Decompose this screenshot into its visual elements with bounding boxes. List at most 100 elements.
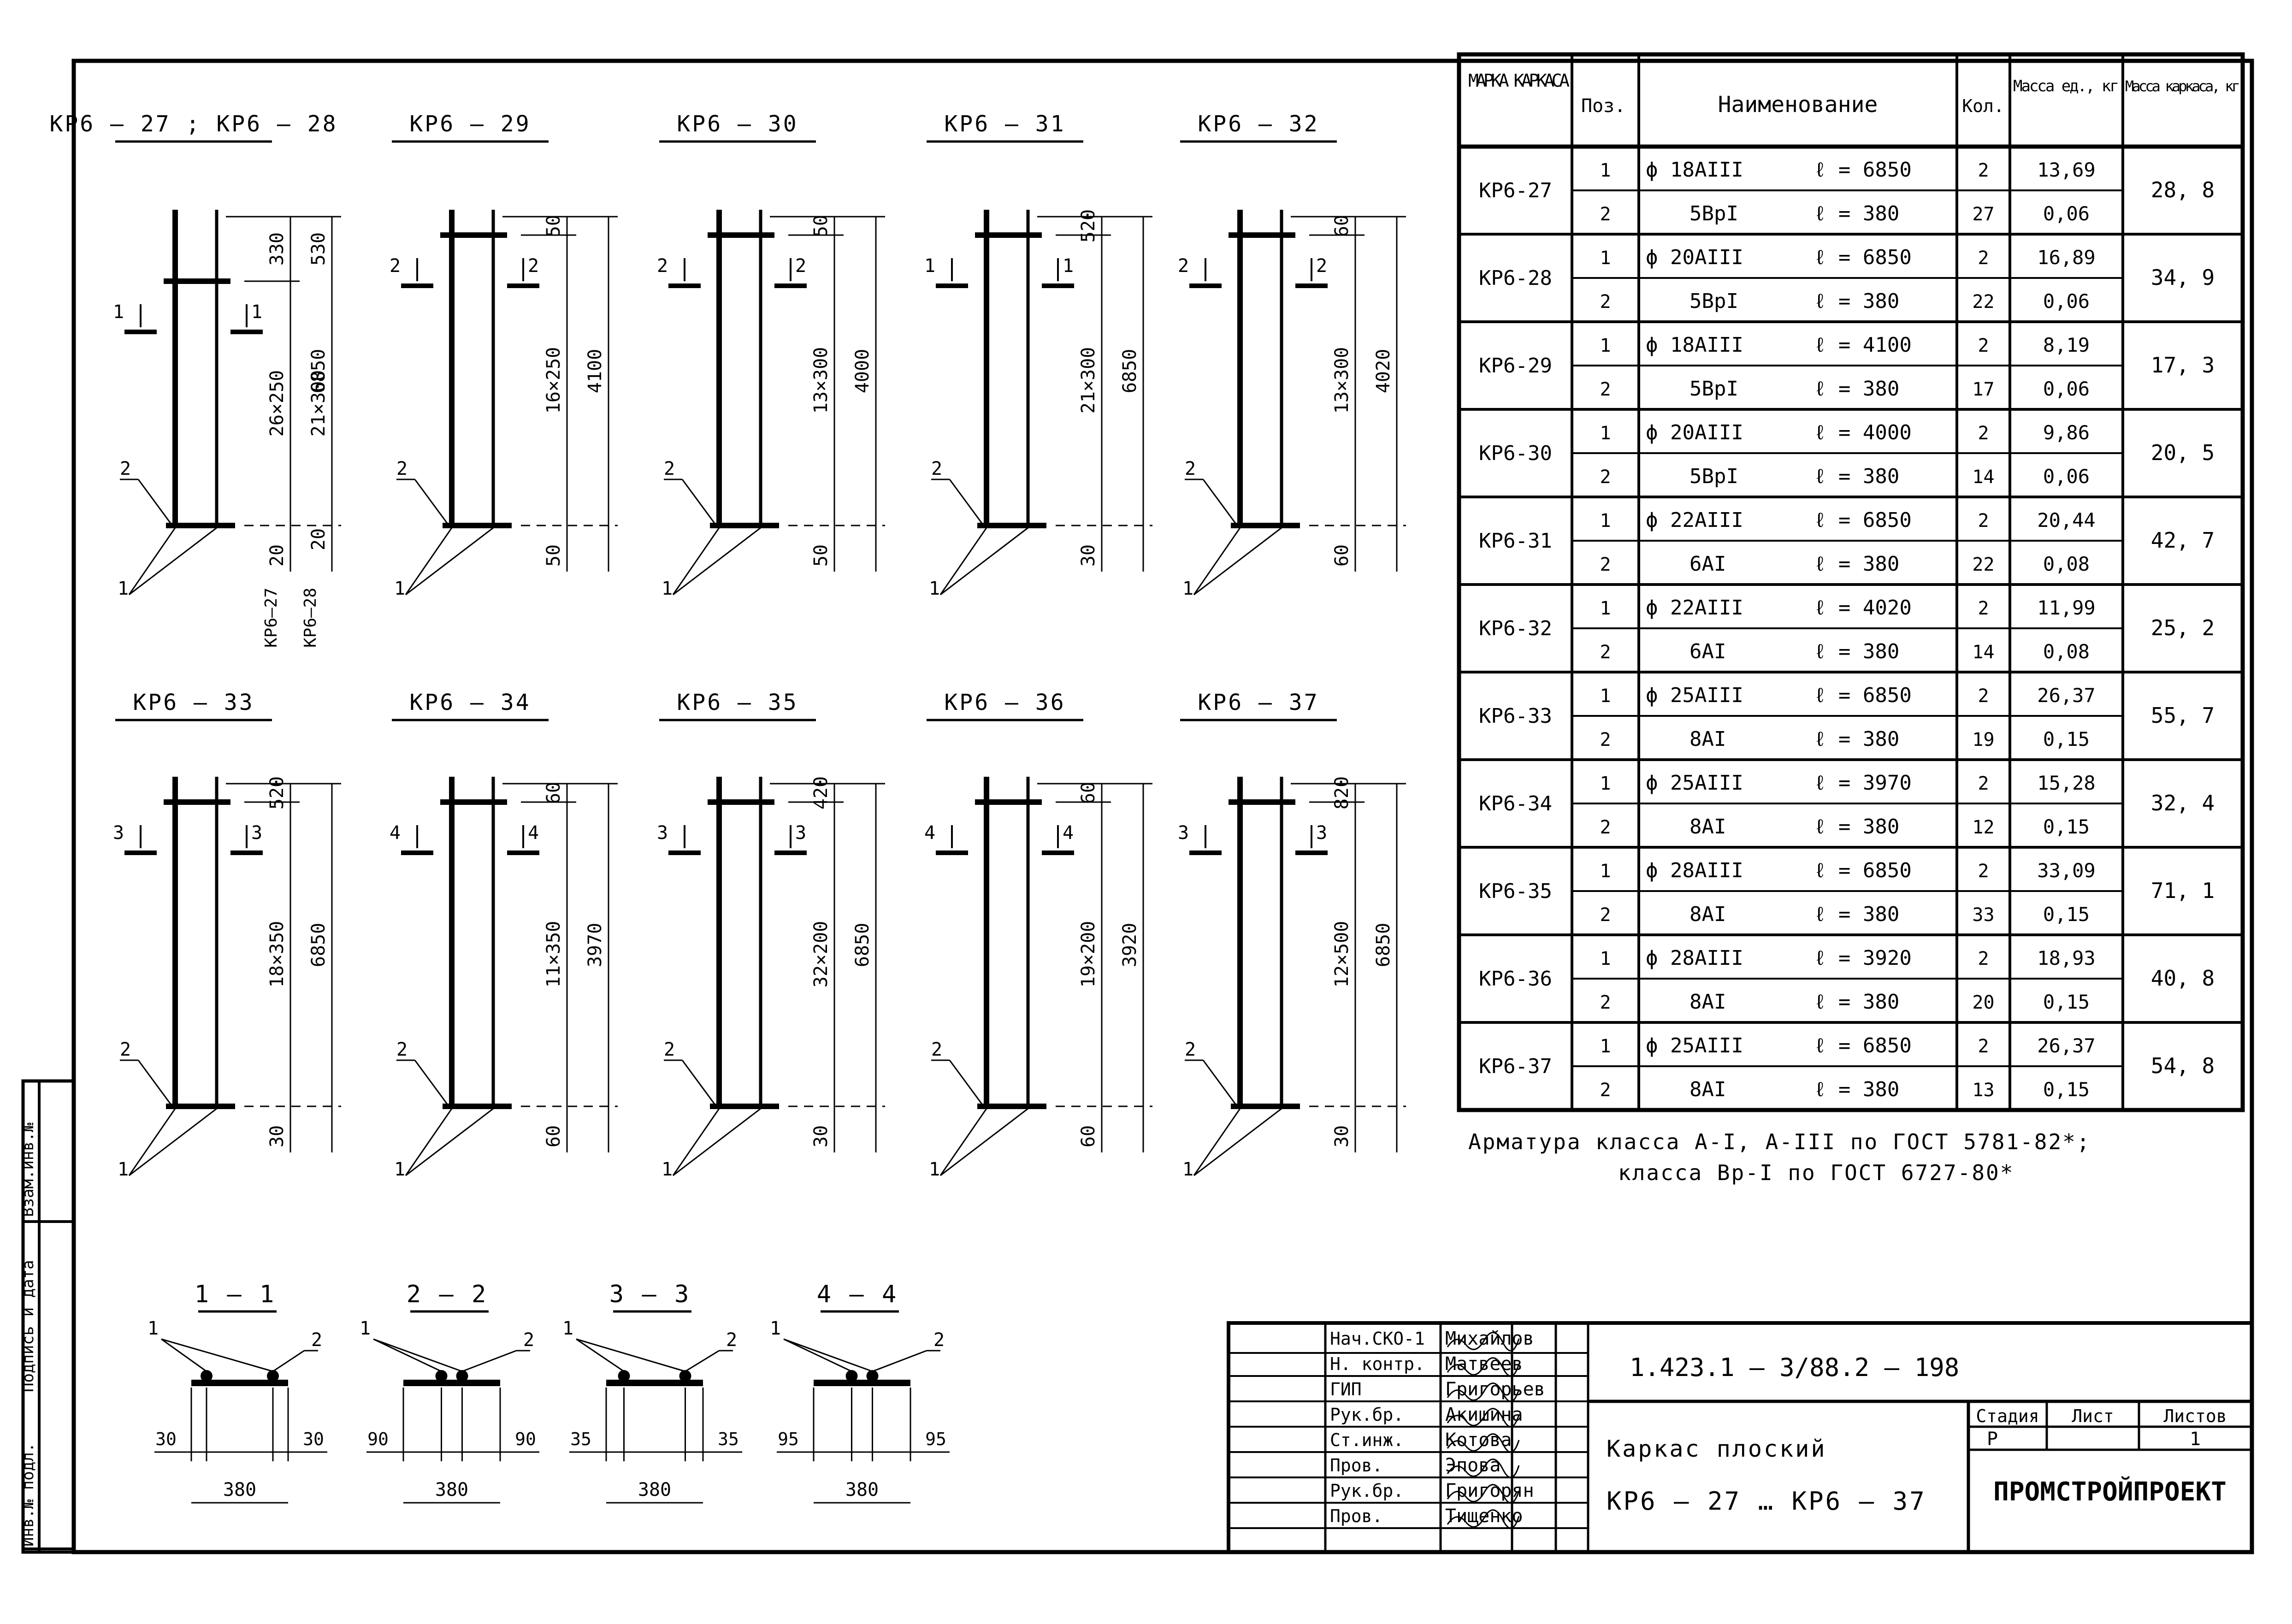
- dim-total: 6850: [852, 923, 873, 967]
- row-mark: КР6-32: [1479, 617, 1552, 640]
- item-qty: 22: [1972, 554, 1994, 575]
- tb-role: Нач.СКО-1: [1330, 1329, 1425, 1349]
- dim-spacing: 18×350: [266, 921, 288, 988]
- row-total: 40, 8: [2151, 966, 2215, 991]
- position-call-2: 2: [120, 458, 131, 479]
- side-label-1: Инв.№ подл.: [19, 1443, 37, 1547]
- item-mass: 18,93: [2037, 947, 2095, 969]
- tb-stage-label: Стадия: [1976, 1406, 2039, 1426]
- tb-role: Рук.бр.: [1330, 1405, 1404, 1425]
- tb-title-1: Каркас плоский: [1607, 1435, 1826, 1462]
- dim-bottom: 60: [543, 1125, 564, 1147]
- tb-name: Михайлов: [1445, 1328, 1534, 1349]
- dim-spacing-2: 21×300: [308, 370, 329, 437]
- signature: [1447, 1433, 1520, 1453]
- item-pos: 2: [1600, 379, 1611, 400]
- leader: [1193, 1108, 1282, 1176]
- item-qty: 14: [1972, 642, 1994, 663]
- side-label-3: Взам.инв.№: [19, 1122, 37, 1217]
- leader: [405, 527, 494, 596]
- signature: [1447, 1509, 1520, 1529]
- section-call-right: 3: [795, 822, 806, 844]
- position-call-1: 1: [394, 1159, 405, 1180]
- leader: [137, 1060, 171, 1104]
- section-pos-2: 2: [726, 1329, 737, 1351]
- leader: [414, 1060, 448, 1104]
- item-name: 8АI: [1689, 990, 1726, 1014]
- signature: [1447, 1332, 1520, 1352]
- section-dim-right: 35: [718, 1429, 739, 1449]
- item-pos: 2: [1600, 992, 1611, 1013]
- leader: [405, 1108, 494, 1176]
- item-qty: 2: [1978, 335, 1989, 356]
- item-qty: 19: [1972, 729, 1994, 750]
- item-mass: 8,19: [2043, 334, 2090, 356]
- item-mass: 11,99: [2037, 596, 2095, 619]
- item-mass: 0,15: [2043, 815, 2090, 838]
- section-call-left: 2: [657, 255, 668, 277]
- leader: [673, 527, 761, 596]
- item-mass: 0,15: [2043, 991, 2090, 1013]
- item-name: 5ВрI: [1689, 202, 1738, 225]
- dim-total: 6850: [308, 349, 329, 393]
- position-call-1: 1: [662, 578, 673, 599]
- item-pos: 2: [1600, 729, 1611, 750]
- leader: [672, 527, 720, 595]
- leader: [783, 1338, 873, 1372]
- item-pos: 1: [1600, 861, 1611, 882]
- row-total: 17, 3: [2151, 353, 2215, 378]
- leader: [939, 1108, 987, 1176]
- tb-doc-code: 1.423.1 – 3/88.2 – 198: [1630, 1353, 1959, 1382]
- item-qty: 2: [1978, 685, 1989, 707]
- bar-dot-1: [201, 1370, 213, 1382]
- tb-name: Матвеев: [1445, 1353, 1523, 1375]
- dim-total: 6850: [1373, 923, 1394, 967]
- tb-role: Ст.инж.: [1330, 1430, 1404, 1450]
- section-dim-right: 90: [515, 1429, 536, 1449]
- item-name: ϕ 28АIII: [1646, 946, 1743, 970]
- tb-name: Акишина: [1445, 1404, 1523, 1425]
- dim-bottom: 60: [1331, 544, 1353, 567]
- item-length: ℓ = 6850: [1814, 684, 1912, 707]
- tb-organization: ПРОМСТРОЙПРОЕКТ: [1993, 1476, 2227, 1507]
- item-length: ℓ = 380: [1814, 1078, 1899, 1101]
- frame-title: КР6 – 34: [409, 690, 531, 715]
- item-mass: 0,06: [2043, 465, 2090, 488]
- item-mass: 0,08: [2043, 640, 2090, 663]
- sheet-frame: [71, 59, 2254, 1554]
- tb-name: Котова: [1445, 1429, 1512, 1451]
- bar-dot-2: [267, 1370, 279, 1382]
- leader: [128, 527, 176, 595]
- row-total: 32, 4: [2151, 791, 2215, 815]
- leader: [1193, 1108, 1241, 1176]
- section-pos-1: 1: [770, 1318, 781, 1339]
- item-pos: 1: [1600, 335, 1611, 356]
- tb-name: Григорян: [1445, 1480, 1534, 1501]
- leader: [673, 1108, 761, 1176]
- dim-top: 330: [266, 232, 288, 266]
- dim-top: 60: [1078, 782, 1099, 804]
- dim-spacing: 26×250: [266, 370, 288, 437]
- dim-top: 420: [810, 776, 832, 809]
- row-total: 28, 8: [2151, 177, 2215, 202]
- bar-dot-2: [866, 1370, 879, 1382]
- position-call-1: 1: [662, 1159, 673, 1180]
- item-qty: 33: [1972, 904, 1994, 926]
- position-call-1: 1: [929, 1159, 940, 1180]
- item-length: ℓ = 380: [1814, 640, 1899, 663]
- item-qty: 2: [1978, 510, 1989, 531]
- item-name: ϕ 22АIII: [1646, 508, 1743, 532]
- item-pos: 1: [1600, 160, 1611, 181]
- item-length: ℓ = 4100: [1814, 333, 1912, 357]
- item-qty: 12: [1972, 817, 1994, 838]
- item-length: ℓ = 6850: [1814, 859, 1912, 882]
- leader: [576, 1338, 625, 1372]
- section-title: 3 – 3: [609, 1281, 691, 1308]
- section-dim-left: 95: [778, 1429, 799, 1449]
- leader: [405, 527, 453, 595]
- item-name: ϕ 20АIII: [1646, 421, 1743, 444]
- item-mass: 13,69: [2037, 159, 2095, 181]
